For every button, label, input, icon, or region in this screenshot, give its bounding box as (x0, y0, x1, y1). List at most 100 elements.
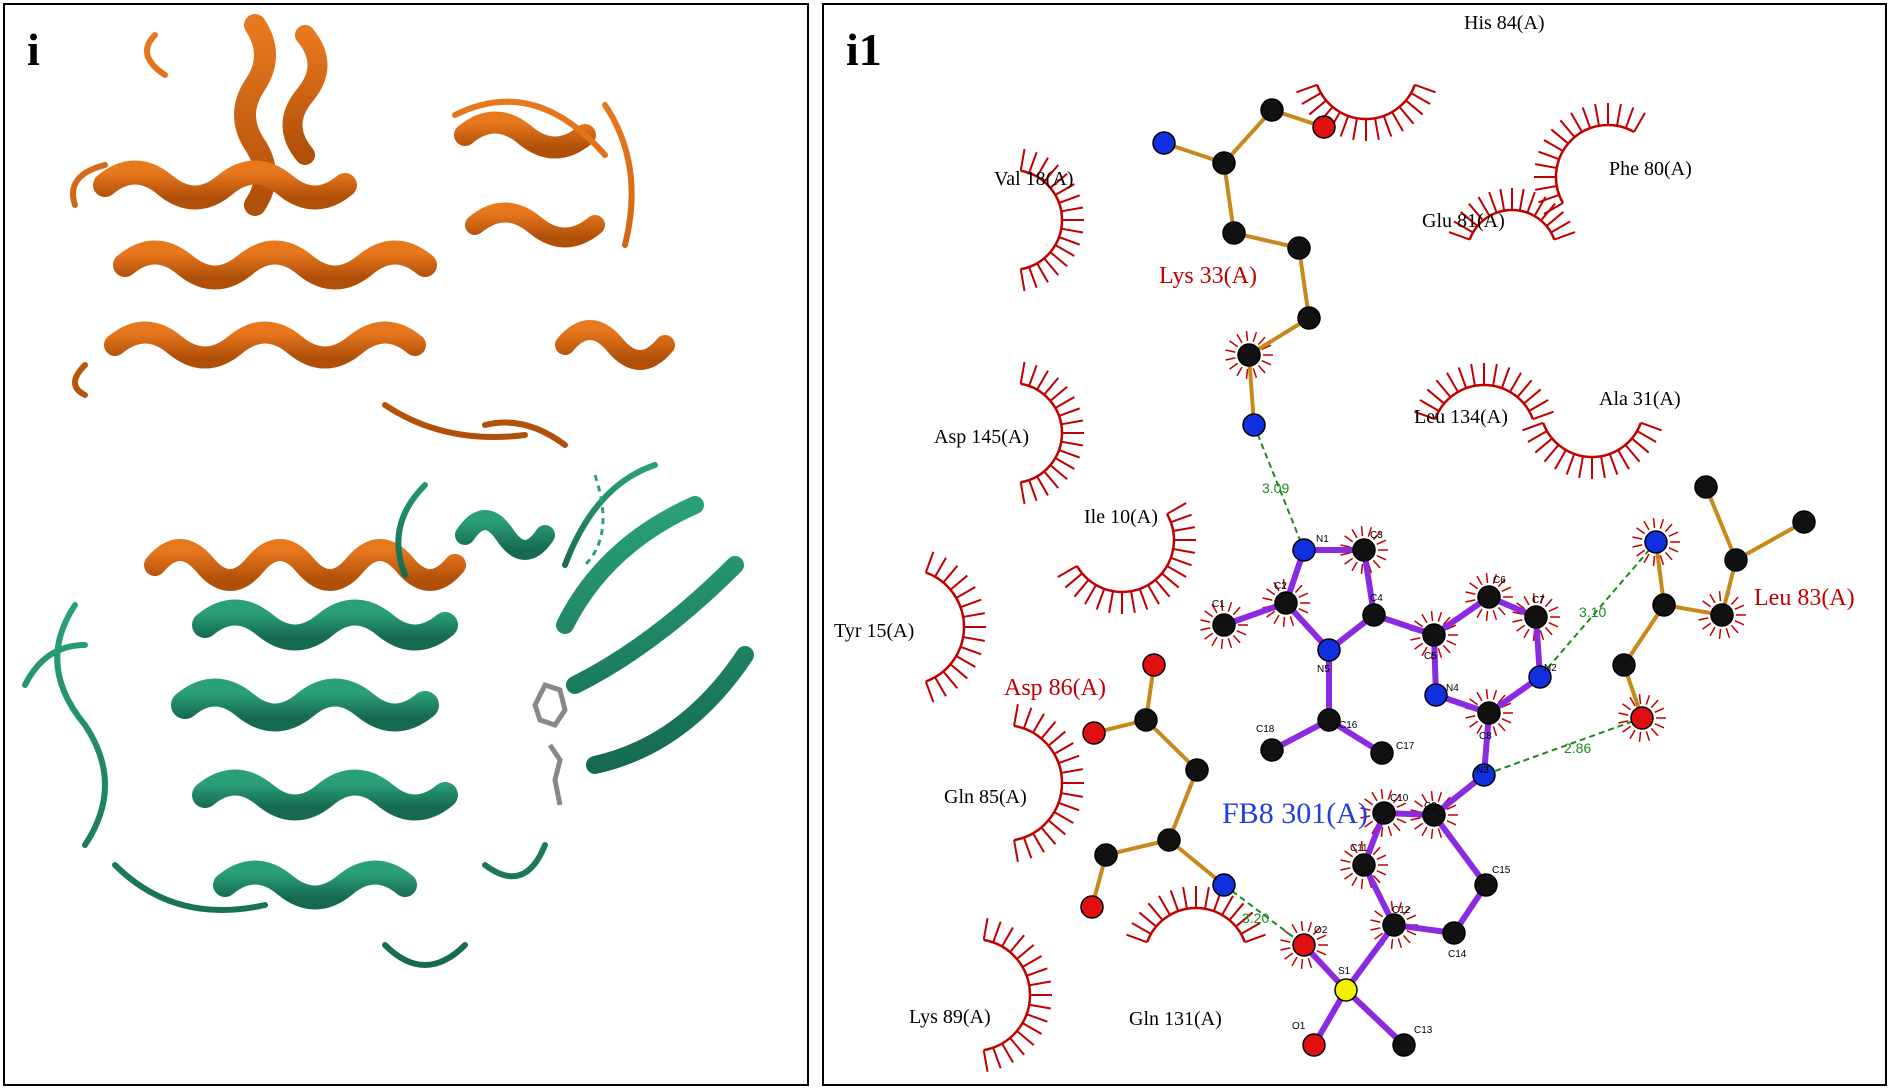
atom-l_CB (1710, 603, 1734, 627)
name-label-asp86: Asp 86(A) (1004, 675, 1106, 701)
protein-structure-panel: i (3, 3, 809, 1086)
atom-C5 (1422, 623, 1446, 647)
atom-k_CA (1212, 151, 1236, 175)
contact-arc-val18 (1019, 148, 1084, 292)
atom-l_CD1 (1792, 510, 1816, 534)
residue-bond (1622, 603, 1666, 667)
atom-l_N (1644, 530, 1668, 554)
atom-C4 (1362, 603, 1386, 627)
atom-k_O (1312, 115, 1336, 139)
atom-label-C16: C16 (1339, 720, 1358, 731)
atom-label-C13: C13 (1414, 1025, 1433, 1036)
ligand-bond (1431, 813, 1489, 887)
atom-label-O2: O2 (1314, 925, 1328, 936)
panel-label-right: i1 (846, 24, 882, 75)
atom-C1 (1212, 613, 1236, 637)
panel-label-left: i (27, 24, 40, 75)
atom-label-S1: S1 (1338, 966, 1351, 977)
atom-C9 (1422, 803, 1446, 827)
ligand-bond (1343, 987, 1407, 1048)
name-label-lys33: Lys 33(A) (1159, 263, 1257, 289)
atom-label-C15: C15 (1492, 865, 1511, 876)
atom-label-C12: C12 (1392, 905, 1411, 916)
hbond-line-hb3 (1483, 717, 1643, 776)
residue-label-ile10: Ile 10(A) (1084, 506, 1158, 528)
atom-d_OD1 (1082, 721, 1106, 745)
hbond-distance-hb1: 3.09 (1262, 480, 1289, 496)
residue-bond (1704, 486, 1738, 561)
contact-arc-gln131 (1126, 886, 1266, 944)
residue-label-lys89: Lys 89(A) (909, 1006, 991, 1028)
bound-ligand-sticks (532, 681, 568, 806)
interaction-diagram: His 84(A)Val 18(A)Phe 80(A)Glu 81(A)Ala … (834, 12, 1855, 1072)
missing-loop-dashes (583, 474, 605, 567)
atom-label-N3: N3 (1476, 765, 1489, 776)
name-label-leu83: Leu 83(A) (1754, 585, 1855, 611)
residue-bond (1167, 769, 1199, 841)
residue-bond (1222, 108, 1274, 165)
atom-N3 (1472, 763, 1496, 787)
residue-label-phe80: Phe 80(A) (1609, 158, 1692, 180)
atom-O1 (1302, 1033, 1326, 1057)
atom-label-C17: C17 (1396, 741, 1415, 752)
residue-label-gln85: Gln 85(A) (944, 786, 1027, 808)
atom-label-C5: C5 (1424, 651, 1437, 662)
residue-label-ala31: Ala 31(A) (1599, 388, 1681, 410)
atom-N1 (1292, 538, 1316, 562)
hydrophobic-contact-arcs (924, 83, 1662, 1072)
atom-label-C8: C8 (1479, 731, 1492, 742)
atom-C15 (1474, 873, 1498, 897)
residue-label-glu81: Glu 81(A) (1422, 210, 1505, 232)
atom-label-C11: C11 (1350, 843, 1368, 854)
atom-l_O (1630, 706, 1654, 730)
atom-O2 (1292, 933, 1316, 957)
contact-arc-his84 (1296, 83, 1436, 141)
atom-C3 (1352, 538, 1376, 562)
atom-k_C (1260, 98, 1284, 122)
contact-arc-phe80 (1534, 103, 1646, 215)
atom-k_CB (1222, 221, 1246, 245)
atom-contact-spokes (1200, 331, 1746, 969)
atom-label-N2: N2 (1544, 663, 1557, 674)
atom-C14 (1442, 921, 1466, 945)
hbond-distance-hb2: 3.10 (1579, 604, 1606, 620)
atoms (1080, 98, 1816, 1057)
atom-C2 (1274, 591, 1298, 615)
atom-label-C4: C4 (1370, 593, 1383, 604)
residue-bond (1222, 162, 1236, 234)
atom-d_CA (1157, 828, 1181, 852)
atom-k_CD (1297, 306, 1321, 330)
atom-label-C1: C1 (1212, 599, 1225, 610)
atom-k_N (1152, 131, 1176, 155)
contact-arc-tyr15 (924, 551, 986, 703)
contact-arc-leu134 (1414, 363, 1554, 421)
atom-label-C7: C7 (1532, 595, 1545, 606)
atom-C18 (1260, 738, 1284, 762)
residue-label-tyr15: Tyr 15(A) (834, 620, 914, 642)
atom-C10 (1372, 801, 1396, 825)
atom-d_O (1080, 895, 1104, 919)
residue-bond (1297, 247, 1311, 319)
atom-label-C18: C18 (1256, 724, 1275, 735)
atom-label-C2: C2 (1274, 581, 1287, 592)
protein-ribbon-render (22, 14, 754, 968)
hbond-line-hb1 (1253, 424, 1305, 551)
atom-label-N1: N1 (1316, 534, 1329, 545)
hbond-distance-hb4: 3.20 (1242, 910, 1269, 926)
contact-arc-asp145 (1019, 361, 1084, 505)
atom-label-C3: C3 (1370, 530, 1383, 541)
residue-bond (1144, 718, 1199, 772)
atom-C16 (1317, 708, 1341, 732)
atom-l_CA (1652, 593, 1676, 617)
ligand-bond (1343, 923, 1397, 992)
residue-label-gln131: Gln 131(A) (1129, 1008, 1222, 1030)
atom-label-C10: C10 (1390, 793, 1409, 804)
atom-label-N4: N4 (1446, 683, 1459, 694)
atom-k_NZ (1242, 413, 1266, 437)
contact-arc-gln85 (1013, 704, 1084, 862)
residue-label-val18: Val 18(A) (994, 168, 1073, 190)
atom-label-N5: N5 (1317, 664, 1330, 675)
contact-arc-lys89 (982, 918, 1052, 1072)
atom-k_CG (1287, 236, 1311, 260)
hbond-line-hb4 (1223, 884, 1305, 946)
